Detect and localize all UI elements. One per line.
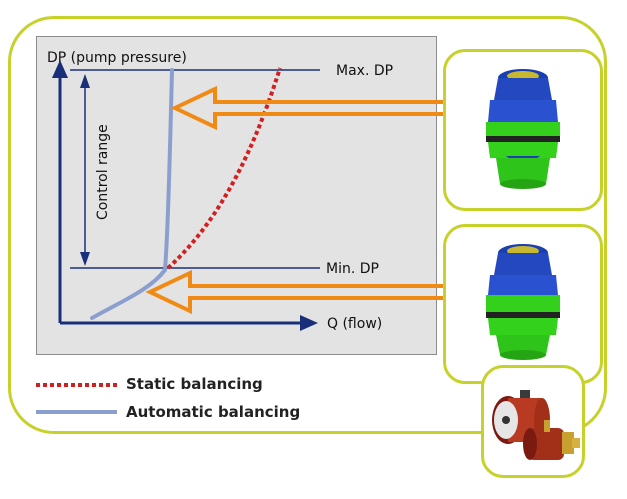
valve-cartridge-icon (486, 69, 560, 189)
control-range-arrowhead-top (80, 74, 90, 88)
control-range-arrowhead-bottom (80, 252, 90, 266)
y-axis-label: DP (pump pressure) (47, 50, 187, 66)
valve-assembly-card (481, 365, 585, 478)
upper-arrow (170, 85, 443, 131)
min-dp-label: Min. DP (326, 261, 379, 277)
legend-static-label: Static balancing (126, 375, 263, 393)
valve-cartridge-icon (486, 244, 560, 360)
valve-card-top (443, 49, 603, 211)
y-axis-arrowhead (52, 60, 68, 78)
diagram-panel (36, 36, 437, 355)
automatic-balancing-curve (90, 68, 174, 320)
valve-assembly-icon (492, 390, 580, 460)
valve-card-bottom (443, 224, 603, 384)
lower-arrow (145, 269, 443, 315)
static-balancing-curve (166, 67, 282, 270)
legend-automatic-label: Automatic balancing (126, 403, 301, 421)
x-axis-arrowhead (300, 315, 318, 331)
control-range-label: Control range (95, 124, 111, 220)
x-axis-label: Q (flow) (327, 316, 382, 332)
max-dp-label: Max. DP (336, 63, 393, 79)
outer-frame (8, 16, 607, 434)
